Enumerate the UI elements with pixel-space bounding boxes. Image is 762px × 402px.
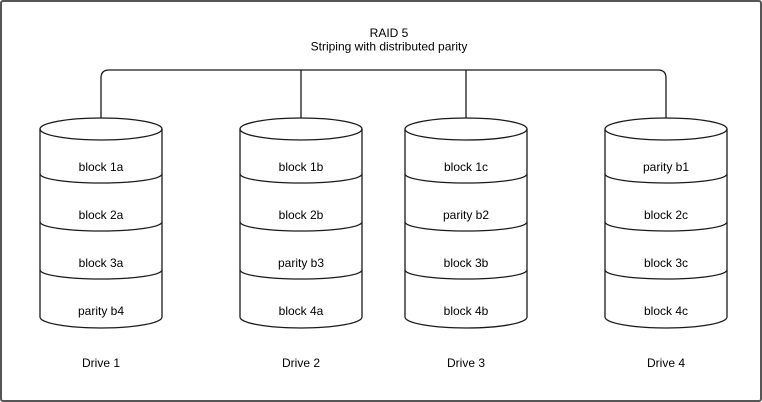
drive-4-divider-2 bbox=[604, 221, 728, 232]
drive-3: block 1c parity b2 block 3b block 4b Dri… bbox=[404, 117, 528, 370]
drive-4-divider-3 bbox=[604, 269, 728, 280]
drive-4-cylinder-top bbox=[604, 117, 728, 141]
drive-1-divider-1 bbox=[39, 173, 163, 184]
drive-2-block-1-label: block 1b bbox=[279, 160, 324, 174]
diagram-subtitle: Striping with distributed parity bbox=[311, 40, 468, 54]
drive-3-block-1-label: block 1c bbox=[444, 160, 488, 174]
drive-2-divider-3 bbox=[239, 269, 363, 280]
drive-3-label: Drive 3 bbox=[447, 356, 485, 370]
drive-4-block-2-label: block 2c bbox=[644, 208, 688, 222]
drive-2-divider-2 bbox=[239, 221, 363, 232]
drive-3-block-3-label: block 3b bbox=[444, 256, 489, 270]
drive-1-divider-3 bbox=[39, 269, 163, 280]
drive-1-label: Drive 1 bbox=[82, 356, 120, 370]
drive-1: block 1a block 2a block 3a parity b4 Dri… bbox=[39, 117, 163, 370]
drive-3-cylinder-top bbox=[404, 117, 528, 141]
drive-3-divider-2 bbox=[404, 221, 528, 232]
bus-connector-line bbox=[100, 69, 667, 118]
drive-2: block 1b block 2b parity b3 block 4a Dri… bbox=[239, 117, 363, 370]
drive-3-block-4-label: block 4b bbox=[444, 304, 489, 318]
drive-2-divider-1 bbox=[239, 173, 363, 184]
drive-4: parity b1 block 2c block 3c block 4c Dri… bbox=[604, 117, 728, 370]
drive-4-block-1-label: parity b1 bbox=[643, 160, 689, 174]
drive-1-cylinder-body bbox=[39, 129, 163, 329]
drive-2-block-4-label: block 4a bbox=[279, 304, 324, 318]
drive-3-block-2-label: parity b2 bbox=[443, 208, 489, 222]
drive-2-block-3-label: parity b3 bbox=[278, 256, 324, 270]
drive-4-block-3-label: block 3c bbox=[644, 256, 688, 270]
drive-3-divider-1 bbox=[404, 173, 528, 184]
drive-1-cylinder-top bbox=[39, 117, 163, 141]
diagram-title: RAID 5 bbox=[370, 26, 409, 40]
drive-1-divider-2 bbox=[39, 221, 163, 232]
drive-3-cylinder-body bbox=[404, 129, 528, 329]
drive-4-cylinder-body bbox=[604, 129, 728, 329]
drive-2-block-2-label: block 2b bbox=[279, 208, 324, 222]
drive-1-block-3-label: block 3a bbox=[79, 256, 124, 270]
drive-2-label: Drive 2 bbox=[282, 356, 320, 370]
drive-2-cylinder-body bbox=[239, 129, 363, 329]
drive-4-divider-1 bbox=[604, 173, 728, 184]
drive-1-block-4-label: parity b4 bbox=[78, 304, 124, 318]
drive-1-block-1-label: block 1a bbox=[79, 160, 124, 174]
drive-4-block-4-label: block 4c bbox=[644, 304, 688, 318]
drive-2-cylinder-top bbox=[239, 117, 363, 141]
drive-3-divider-3 bbox=[404, 269, 528, 280]
drive-4-label: Drive 4 bbox=[647, 356, 685, 370]
drive-1-block-2-label: block 2a bbox=[79, 208, 124, 222]
